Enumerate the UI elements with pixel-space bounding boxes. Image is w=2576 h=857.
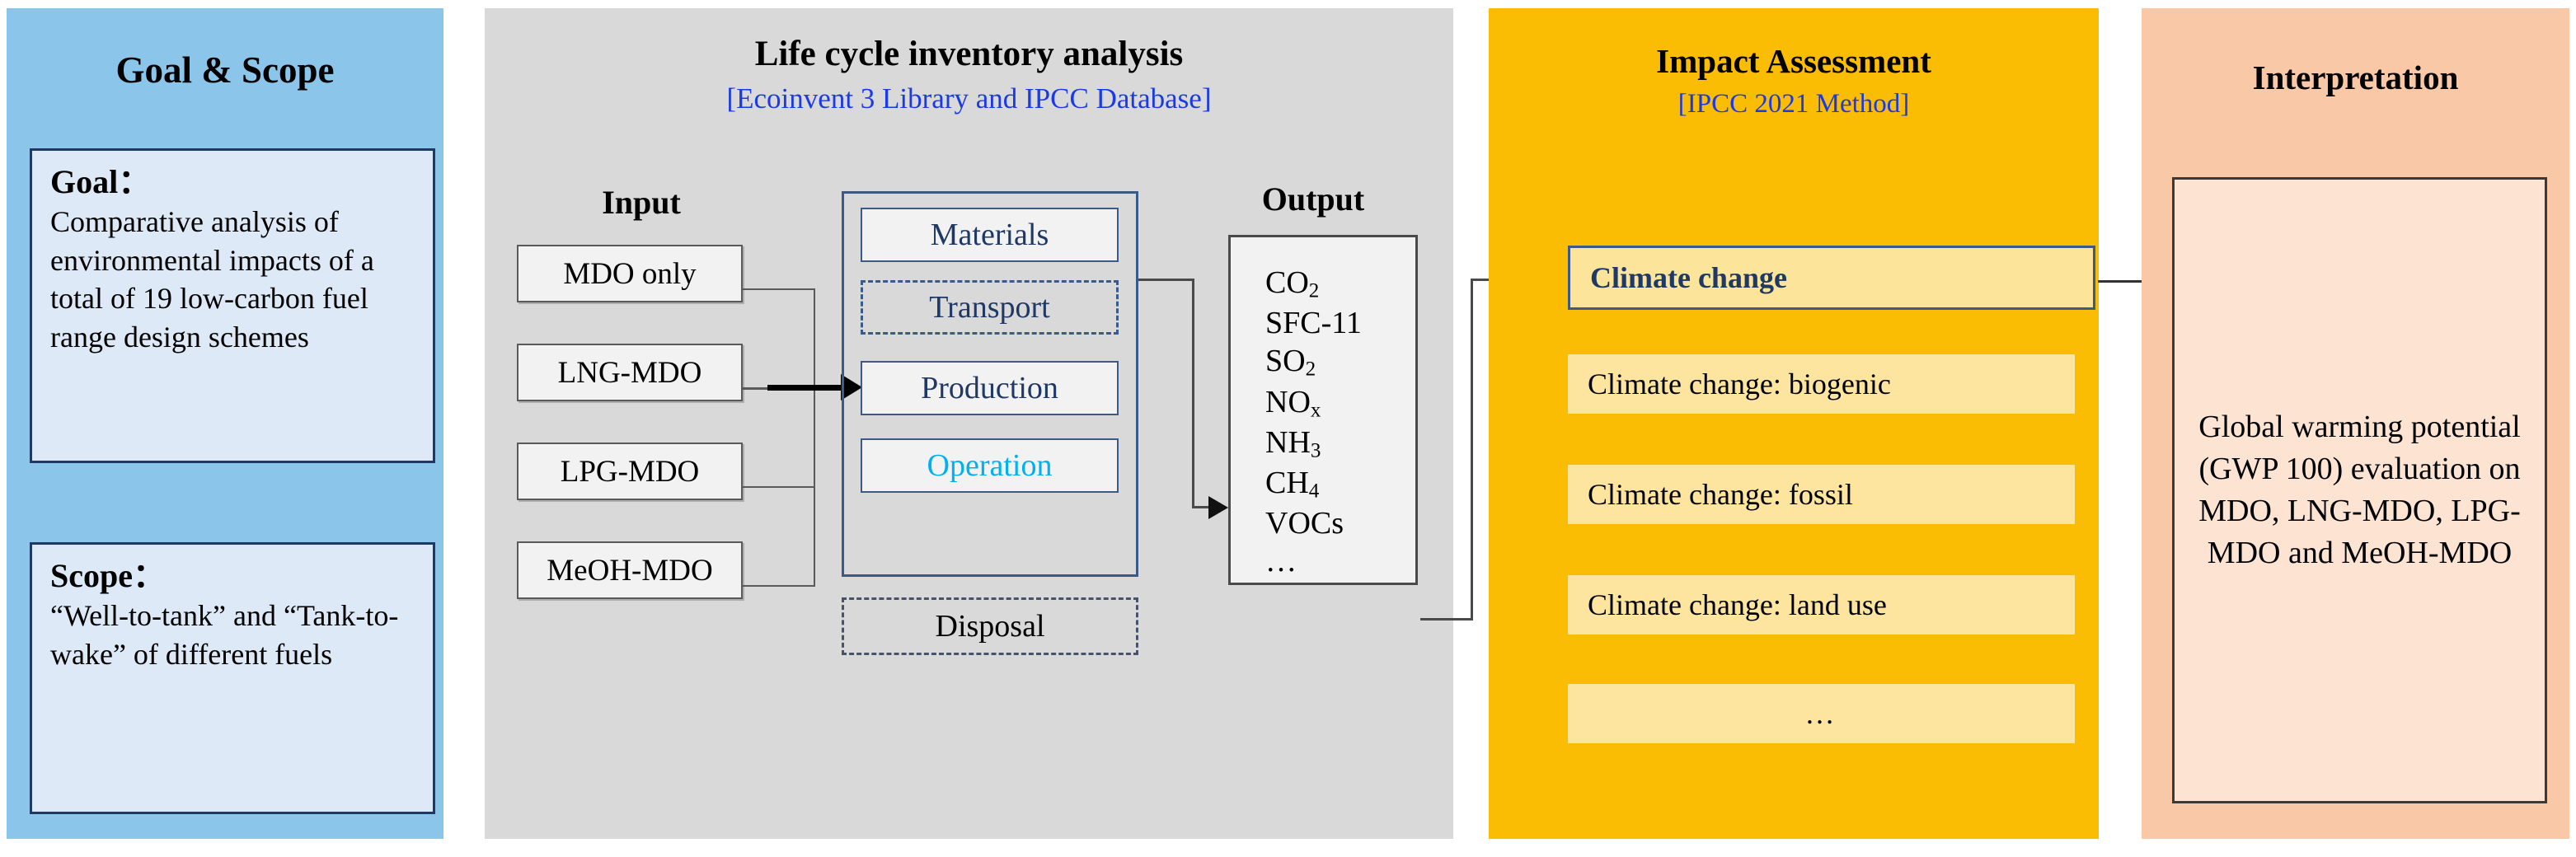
connector-stub-lpg-mdo [743,486,815,488]
impact-row-climate-change-land-use[interactable]: Climate change: land use [1568,575,2075,635]
scope-card-body: “Well-to-tank” and “Tank-to-wake” of dif… [50,598,399,671]
connector-stages-to-output-vertical [1192,279,1194,508]
output-item-co2: CO2 [1265,265,1320,302]
stage-disposal[interactable]: Disposal [842,597,1138,655]
connector-output-to-climate-vertical [1471,279,1473,621]
stage-transport[interactable]: Transport [861,280,1119,335]
connector-stub-lng-mdo [743,387,769,390]
output-column-header: Output [1261,180,1365,218]
goal-card-body: Comparative analysis of environmental im… [50,204,374,354]
goal-card-heading: Goal： [50,163,152,200]
scope-card: Scope： “Well-to-tank” and “Tank-to-wake”… [30,542,435,814]
interpretation-body: Global warming potential (GWP 100) evalu… [2198,410,2521,570]
impact-row-ellipsis: … [1568,684,2075,743]
output-item-nox: NOx [1265,384,1321,422]
input-box-lng-mdo[interactable]: LNG-MDO [517,344,743,401]
scope-card-heading: Scope： [50,557,166,594]
arrow-stages-to-output-head-icon [1208,496,1228,519]
stage-operation[interactable]: Operation [861,438,1119,493]
connector-bracket-inputs [814,288,815,587]
output-item-sfc-11: SFC-11 [1265,306,1362,341]
output-item-vocs: VOCs [1265,505,1344,541]
connector-output-to-climate-bottom [1420,618,1471,621]
connector-stages-to-output-bottom [1192,506,1210,508]
impact-row-climate-change-fossil[interactable]: Climate change: fossil [1568,465,2075,524]
impact-row-climate-change[interactable]: Climate change [1568,246,2095,310]
output-item-ellipsis: … [1265,544,1297,579]
output-item-ch4: CH4 [1265,465,1320,503]
stage-production[interactable]: Production [861,361,1119,415]
goal-scope-title: Goal & Scope [115,49,335,91]
arrow-inputs-to-stages-line [767,385,846,391]
impact-assessment-subtitle: [IPCC 2021 Method] [1677,89,1910,119]
stage-materials[interactable]: Materials [861,208,1119,262]
input-box-meoh-mdo[interactable]: MeOH-MDO [517,541,743,599]
interpretation-title: Interpretation [2252,59,2459,96]
input-column-header: Input [602,184,681,221]
connector-stages-to-output-top [1138,279,1194,281]
output-emissions-box: CO2 SFC-11 SO2 NOx NH3 CH4 VOCs … [1228,235,1418,585]
impact-assessment-title: Impact Assessment [1656,42,1931,80]
interpretation-card: Global warming potential (GWP 100) evalu… [2172,177,2547,803]
lci-subtitle: [Ecoinvent 3 Library and IPCC Database] [726,82,1212,115]
connector-stub-meoh-mdo [743,585,815,587]
arrow-inputs-to-stages-head-icon [841,374,862,400]
output-item-nh3: NH3 [1265,424,1321,462]
goal-scope-panel: Goal & Scope Goal： Comparative analysis … [7,8,443,839]
input-box-lpg-mdo[interactable]: LPG-MDO [517,443,743,500]
connector-stub-mdo-only [743,288,815,290]
input-box-mdo-only[interactable]: MDO only [517,245,743,302]
goal-card: Goal： Comparative analysis of environmen… [30,148,435,463]
impact-row-climate-change-biogenic[interactable]: Climate change: biogenic [1568,354,2075,414]
life-cycle-stages-container [842,191,1138,577]
output-item-so2: SO2 [1265,344,1316,381]
lci-title: Life cycle inventory analysis [754,35,1184,73]
